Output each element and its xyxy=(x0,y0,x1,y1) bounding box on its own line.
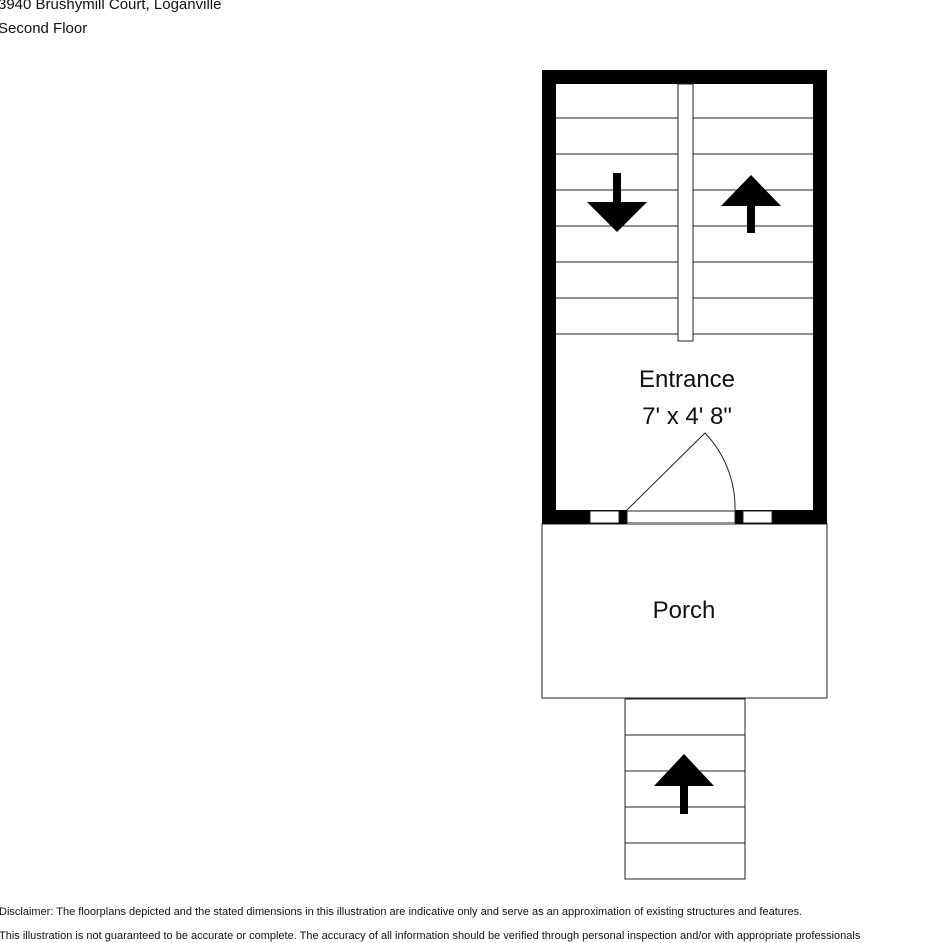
room-dimensions-entrance: 7' x 4' 8" xyxy=(642,403,732,430)
window-right xyxy=(742,510,773,524)
door-threshold xyxy=(626,510,736,524)
arrow-up-icon xyxy=(721,175,781,233)
room-label-entrance: Entrance xyxy=(639,366,735,393)
disclaimer-line-2: This illustration is not guaranteed to b… xyxy=(0,930,861,942)
arrow-up-icon xyxy=(654,754,714,814)
floor-label: Second Floor xyxy=(0,20,88,37)
room-label-porch: Porch xyxy=(653,597,716,624)
arrow-down-icon xyxy=(587,173,647,232)
door-swing xyxy=(626,432,736,511)
wall-right xyxy=(813,70,827,524)
window-left xyxy=(589,510,620,524)
property-address: 3940 Brushymill Court, Loganville xyxy=(0,0,222,13)
porch-area xyxy=(541,523,828,699)
stair-rail xyxy=(677,83,694,342)
wall-left xyxy=(542,70,556,524)
wall-top xyxy=(542,70,827,84)
disclaimer-line-1: Disclaimer: The floorplans depicted and … xyxy=(0,906,803,918)
